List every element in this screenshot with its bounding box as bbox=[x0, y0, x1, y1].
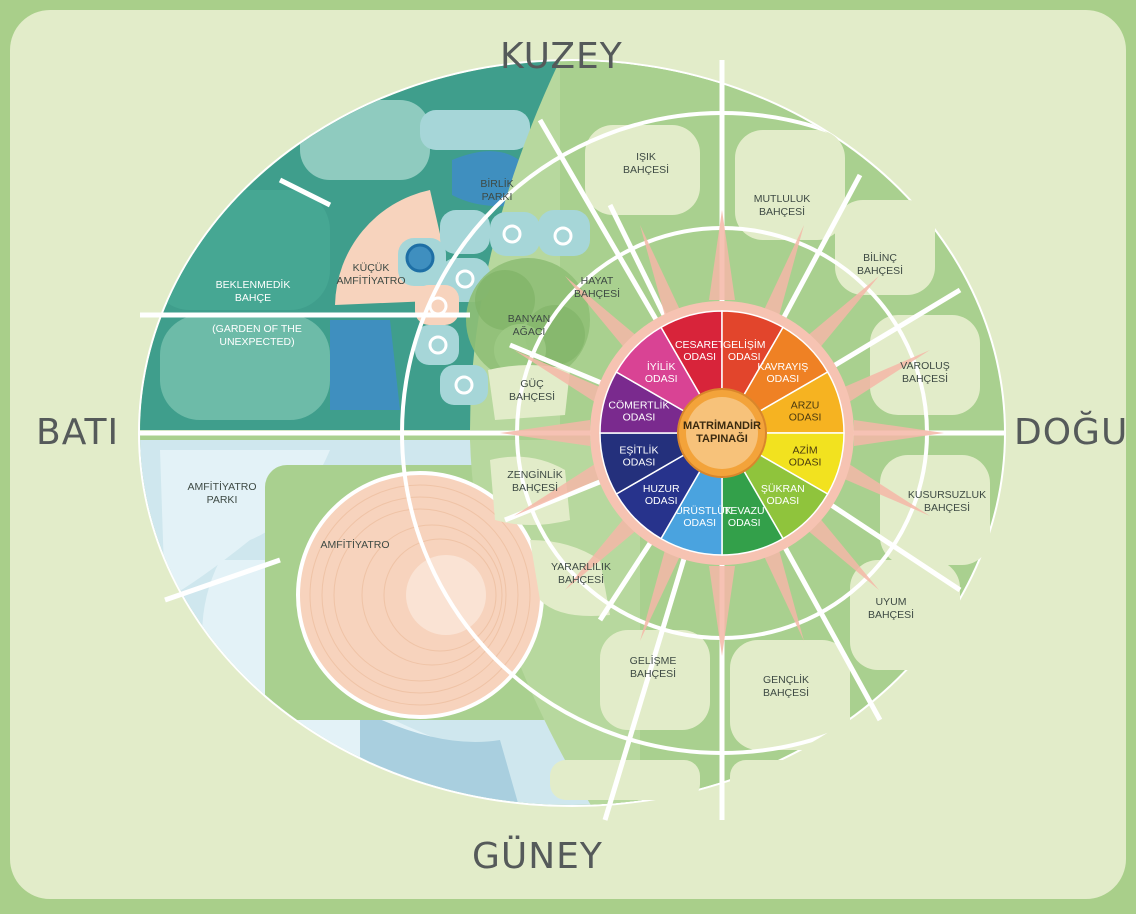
garden-kusursuzluk-2: BAHÇESİ bbox=[924, 501, 970, 514]
garden-zenginlik-1: ZENGİNLİK bbox=[507, 468, 562, 481]
room-label: ODASI bbox=[623, 456, 656, 468]
place-kucuk-2: AMFİTİYATRO bbox=[336, 274, 405, 287]
garden-varolus-1: VAROLUŞ bbox=[900, 360, 949, 372]
direction-north: KUZEY bbox=[500, 36, 623, 77]
room-label: ODASI bbox=[789, 456, 822, 468]
garden-isik-1: IŞIK bbox=[636, 151, 656, 163]
place-beklenmedik-1: BEKLENMEDİK bbox=[216, 278, 291, 291]
place-amfi: AMFİTİYATRO bbox=[320, 538, 389, 551]
garden-kusursuzluk-1: KUSURSUZLUK bbox=[908, 489, 986, 501]
room-label: ODASI bbox=[645, 373, 678, 385]
banyan-tree bbox=[466, 258, 590, 382]
room-label: ODASI bbox=[728, 351, 761, 363]
direction-west: BATI bbox=[36, 412, 120, 453]
place-garden-2: UNEXPECTED) bbox=[219, 336, 294, 348]
room-label: ODASI bbox=[766, 373, 799, 385]
room-label: ODASI bbox=[623, 412, 656, 424]
east-garden-plots bbox=[488, 125, 990, 800]
garden-gelisme-1: GELİŞME bbox=[630, 654, 677, 667]
room-label: ODASI bbox=[645, 495, 678, 507]
garden-hayat-1: HAYAT bbox=[581, 275, 614, 287]
place-beklenmedik-2: BAHÇE bbox=[235, 292, 271, 304]
temple-name-1: MATRİMANDİR bbox=[683, 419, 761, 432]
place-kucuk-1: KÜÇÜK bbox=[353, 262, 390, 274]
garden-mutluluk-1: MUTLULUK bbox=[754, 193, 811, 205]
place-amfipark-2: PARKI bbox=[207, 494, 238, 506]
garden-varolus-2: BAHÇESİ bbox=[902, 372, 948, 385]
place-birlik-2: PARKI bbox=[482, 191, 513, 203]
place-labels: BİRLİK PARKI KÜÇÜK AMFİTİYATRO BEKLENMED… bbox=[187, 177, 550, 551]
sunburst bbox=[500, 210, 944, 656]
room-label: İYİLİK bbox=[647, 360, 676, 373]
room-label: ARZU bbox=[791, 400, 820, 412]
garden-isik-2: BAHÇESİ bbox=[623, 163, 669, 176]
room-label: TEVAZU bbox=[724, 505, 765, 517]
garden-yararlilik-2: BAHÇESİ bbox=[558, 573, 604, 586]
garden-labels: IŞIK BAHÇESİ MUTLULUK BAHÇESİ BİLİNÇ BAH… bbox=[507, 151, 986, 699]
room-label: DÜRÜSTLÜK bbox=[668, 505, 732, 517]
garden-guc-2: BAHÇESİ bbox=[509, 390, 555, 403]
room-label: CÖMERTLİK bbox=[608, 399, 669, 412]
room-label: ODASI bbox=[728, 517, 761, 529]
place-amfipark-1: AMFİTİYATRO bbox=[187, 480, 256, 493]
place-banyan-2: AĞACI bbox=[513, 325, 546, 338]
temple-name-2: TAPINAĞI bbox=[696, 432, 748, 445]
room-label: ŞÜKRAN bbox=[761, 483, 805, 495]
garden-bilinc-1: BİLİNÇ bbox=[863, 251, 897, 264]
garden-mutluluk-2: BAHÇESİ bbox=[759, 205, 805, 218]
room-label: ODASI bbox=[766, 495, 799, 507]
garden-yararlilik-1: YARARLILIK bbox=[551, 561, 611, 573]
room-label: AZİM bbox=[793, 443, 818, 456]
place-banyan-1: BANYAN bbox=[508, 313, 550, 325]
room-label: EŞİTLİK bbox=[619, 443, 658, 456]
garden-guc-1: GÜÇ bbox=[520, 378, 544, 390]
room-label: ODASI bbox=[789, 412, 822, 424]
garden-bilinc-2: BAHÇESİ bbox=[857, 264, 903, 277]
garden-gelisme-2: BAHÇESİ bbox=[630, 667, 676, 680]
garden-hayat-2: BAHÇESİ bbox=[574, 287, 620, 300]
garden-uyum-2: BAHÇESİ bbox=[868, 608, 914, 621]
garden-genclik-2: BAHÇESİ bbox=[763, 686, 809, 699]
room-label: CESARET bbox=[675, 339, 725, 351]
room-label: GELİŞİM bbox=[723, 338, 766, 351]
room-label: KAVRAYIŞ bbox=[757, 361, 808, 373]
direction-south: GÜNEY bbox=[472, 836, 603, 877]
place-birlik-1: BİRLİK bbox=[480, 177, 513, 190]
room-label: ODASI bbox=[683, 517, 716, 529]
rooms-wheel: CESARETODASIGELİŞİMODASIKAVRAYIŞODASIARZ… bbox=[599, 310, 845, 556]
room-label: ODASI bbox=[683, 351, 716, 363]
matrimandir-temple: MATRİMANDİR TAPINAĞI bbox=[677, 388, 767, 478]
garden-zenginlik-2: BAHÇESİ bbox=[512, 481, 558, 494]
garden-uyum-1: UYUM bbox=[876, 596, 907, 608]
direction-east: DOĞU bbox=[1014, 412, 1129, 453]
garden-genclik-1: GENÇLİK bbox=[763, 673, 809, 686]
room-label: HUZUR bbox=[643, 483, 680, 495]
place-garden-1: (GARDEN OF THE bbox=[212, 323, 302, 335]
